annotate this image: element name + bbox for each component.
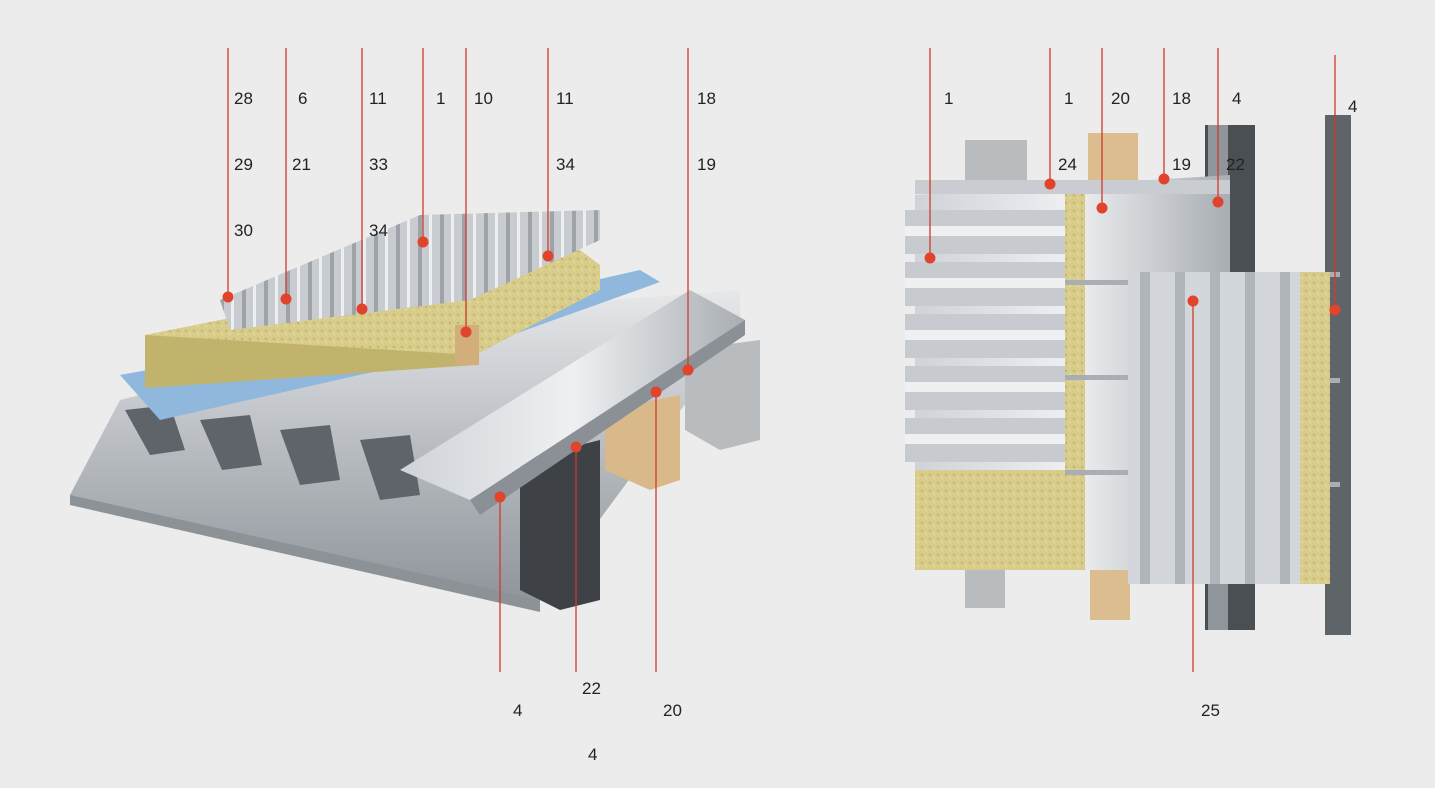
wall-mineral-wool-right (1300, 272, 1330, 584)
callout-number: 34 (556, 155, 575, 174)
vertical-ribs (1140, 272, 1290, 584)
wall-assembly (905, 115, 1351, 635)
callout-marker (1044, 178, 1056, 190)
callout-number: 11 (556, 89, 574, 108)
callout-marker (1096, 202, 1108, 214)
concrete-block (685, 340, 760, 450)
callout-number: 19 (697, 155, 716, 174)
callout-number: 4 (1232, 89, 1242, 108)
callout-marker (542, 250, 554, 262)
callout-marker (222, 291, 234, 303)
callout-number: 29 (234, 155, 253, 174)
wall-callout-label: 18 19 (1172, 44, 1191, 198)
callout-number: 11 (369, 89, 387, 108)
callout-number: 20 (1111, 89, 1130, 108)
steel-beam (520, 440, 600, 610)
callout-number: 25 (1201, 701, 1220, 720)
wall-callout-label: 4 22 (1226, 44, 1245, 198)
roof-callout-label: 11 33 34 (369, 44, 388, 264)
roof-callout-label: 1 (436, 44, 445, 132)
wall-callout-label: 4 (1348, 52, 1357, 140)
horizontal-panels (905, 210, 1065, 462)
timber-post-bottom (1090, 570, 1130, 620)
callout-number: 1 (944, 89, 954, 108)
wall-callout-label: 20 (1111, 44, 1130, 132)
diagram-stage: 28 29 30 6 21 11 33 34 1 10 11 34 18 19 … (70, 44, 1357, 764)
callout-number: 19 (1172, 155, 1191, 174)
roof-callout-label: 18 19 (697, 44, 716, 198)
callout-number: 22 (1226, 155, 1245, 174)
callout-markers (222, 173, 1341, 503)
roof-callout-label: 20 (663, 656, 682, 744)
callout-marker (1329, 304, 1341, 316)
timber-post-top (1088, 133, 1138, 183)
callout-marker (924, 252, 936, 264)
callout-marker (1158, 173, 1170, 185)
top-rail (915, 180, 1230, 194)
callout-marker (280, 293, 292, 305)
leader-lines (227, 48, 1336, 672)
callout-marker (570, 441, 582, 453)
callout-marker (356, 303, 368, 315)
callout-marker (1187, 295, 1199, 307)
callout-number: 18 (697, 89, 716, 108)
callout-number: 1 (436, 89, 446, 108)
callout-marker (494, 491, 506, 503)
callout-marker (650, 386, 662, 398)
callout-marker (1212, 196, 1224, 208)
timber-block (605, 395, 680, 490)
wall-mineral-wool-strip (1065, 190, 1085, 490)
bottom-deck-front (70, 495, 540, 612)
callout-marker (460, 326, 472, 338)
roof-callout-label: 22 4 (582, 634, 601, 788)
construction-illustration (70, 48, 1351, 672)
callout-number: 4 (1348, 97, 1358, 116)
callout-number: 18 (1172, 89, 1191, 108)
roof-callout-label: 11 34 (556, 44, 575, 198)
wall-callout-label: 1 24 (1058, 44, 1077, 198)
wall-callout-label: 1 (944, 44, 953, 132)
callout-number: 34 (369, 221, 388, 240)
wall-mineral-wool (915, 470, 1085, 570)
callout-marker (417, 236, 429, 248)
callout-number: 28 (234, 89, 253, 108)
roof-callout-label: 28 29 30 (234, 44, 253, 264)
roof-callout-label: 6 21 (292, 44, 311, 198)
roof-callout-label: 4 (513, 656, 522, 744)
callout-number: 33 (369, 155, 388, 174)
callout-number: 6 (298, 89, 308, 108)
callout-number: 24 (1058, 155, 1077, 174)
hat-profile-edge (470, 320, 745, 515)
callout-number: 4 (513, 701, 523, 720)
wall-callout-label: 25 (1201, 656, 1220, 744)
callout-number: 10 (474, 89, 493, 108)
callout-number: 21 (292, 155, 311, 174)
mineral-wool-front (145, 335, 475, 388)
callout-number: 22 (582, 679, 601, 698)
callout-number: 4 (588, 745, 598, 764)
roof-callout-label: 10 (474, 44, 493, 132)
top-profile-sheet (220, 210, 600, 330)
callout-number: 30 (234, 221, 253, 240)
callout-number: 1 (1064, 89, 1074, 108)
callout-number: 20 (663, 701, 682, 720)
callout-marker (682, 364, 694, 376)
hat-profile (400, 290, 745, 500)
concrete-post-bottom (965, 570, 1005, 608)
roof-assembly (70, 210, 760, 612)
